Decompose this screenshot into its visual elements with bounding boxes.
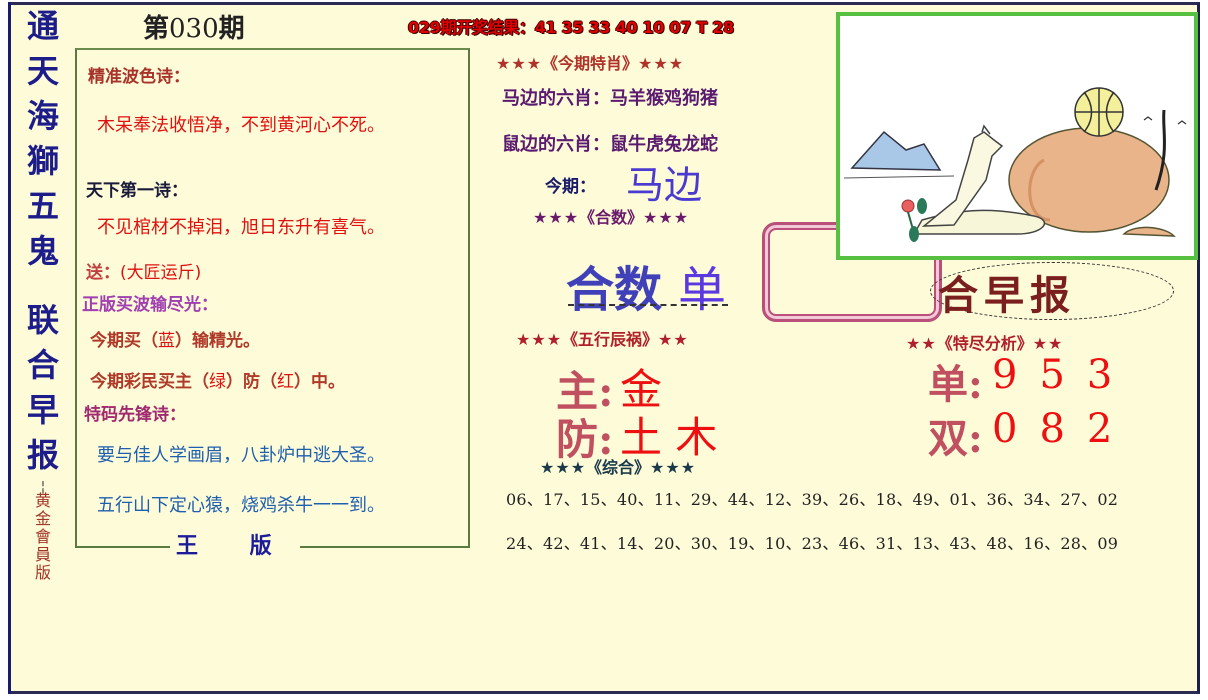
title-char: 联 xyxy=(26,301,59,339)
sum-underline xyxy=(568,304,728,306)
wave-line-2-mid: ）防（ xyxy=(226,372,277,392)
title-char: 通 xyxy=(26,7,59,45)
special-zodiac-heading: ★★★《今期特肖》★★★ xyxy=(496,50,684,74)
special-analysis-heading: ★★《特尽分析》★★ xyxy=(906,330,1063,354)
main-element-value: 金 xyxy=(620,365,663,414)
issue-number: 第030期 xyxy=(143,8,245,45)
guard-element-value: 土 木 xyxy=(620,413,718,462)
title-char: 合 xyxy=(26,346,59,384)
wave-line-2-suffix: ）中。 xyxy=(294,372,345,392)
left-border-rule xyxy=(8,2,11,694)
issue-suffix: 期 xyxy=(218,14,245,44)
rat-side-value: 鼠牛虎兔龙蛇 xyxy=(610,134,718,155)
guard-element-label: 防: xyxy=(556,415,614,464)
vertical-title: 通 天 海 獅 五 鬼 联 合 早 报 ¦ 黄 金 會 員 版 xyxy=(18,4,68,582)
heading-text: 《五行辰祸》 xyxy=(562,330,659,349)
paper-title: 合早报 xyxy=(938,273,1076,319)
wave-heading: 正版买波输尽光： xyxy=(82,295,218,315)
wave-poem-line: 木呆奉法收悟净，不到黄河心不死。 xyxy=(97,115,385,136)
rat-side-label: 鼠边的六肖： xyxy=(502,134,610,155)
subtitle-char: 金 xyxy=(34,509,51,528)
vertical-subtitle: ¦ 黄 金 會 員 版 xyxy=(34,479,51,582)
horse-side-zodiacs: 马边的六肖：马羊猴鸡狗猪 xyxy=(502,84,718,110)
paper-title-oval xyxy=(930,262,1174,320)
wave-line-1-suffix: ）输精光。 xyxy=(175,331,260,351)
title-char: 报 xyxy=(26,436,59,474)
star-icon: ★★ xyxy=(906,334,937,353)
star-icon: ★★★ xyxy=(516,330,563,349)
gift-label: 送： xyxy=(86,263,120,283)
sum-heading: ★★★《合数》★★★ xyxy=(533,204,689,228)
box-footer-mark: 王 版 xyxy=(170,536,300,558)
star-icon: ★★★ xyxy=(496,54,543,73)
sum-value: 单 xyxy=(678,262,727,318)
title-char: 五 xyxy=(26,187,59,225)
horse-side-value: 马羊猴鸡狗猪 xyxy=(610,88,718,109)
issue-prefix: 第 xyxy=(143,14,170,44)
combined-heading: ★★★《综合》★★★ xyxy=(540,454,696,478)
odd-label: 单: xyxy=(928,361,983,408)
heading-text: 《特尽分析》 xyxy=(936,334,1033,353)
heading-text: 《综合》 xyxy=(586,458,651,477)
title-char: 海 xyxy=(26,97,59,135)
horse-side-label: 马边的六肖： xyxy=(502,88,610,109)
star-icon: ★★ xyxy=(658,330,689,349)
wave-poem-heading: 精准波色诗： xyxy=(88,67,190,87)
wave-line-2-main: 绿 xyxy=(209,372,226,392)
sum-label: 合数 xyxy=(566,262,663,318)
star-icon: ★★★ xyxy=(643,208,690,227)
pioneer-heading: 特码先锋诗： xyxy=(84,405,186,425)
star-icon: ★★★ xyxy=(540,458,587,477)
gift-line: 送：(大匠运斤) xyxy=(86,258,201,283)
even-label: 双: xyxy=(928,415,983,462)
pioneer-line-1: 要与佳人学画眉，八卦炉中逃大圣。 xyxy=(97,445,385,466)
heading-text: 《合数》 xyxy=(579,208,644,227)
subtitle-char: 黄 xyxy=(34,491,51,510)
gift-value: (大匠运斤) xyxy=(120,263,202,283)
pioneer-line-2: 五行山下定心猿，烧鸡杀牛一一到。 xyxy=(97,495,385,516)
wave-line-1-prefix: 今期买（ xyxy=(90,331,158,351)
wave-line-1: 今期买（蓝）输精光。 xyxy=(90,326,260,351)
wave-line-1-color: 蓝 xyxy=(158,331,175,351)
illustration-frame xyxy=(836,12,1198,260)
dash-divider: ¦ xyxy=(40,479,46,495)
top-poem-line: 不见棺材不掉泪，旭日东升有喜气。 xyxy=(97,217,385,238)
issue-value: 030 xyxy=(169,14,219,44)
rat-side-zodiacs: 鼠边的六肖：鼠牛虎兔龙蛇 xyxy=(502,130,718,156)
star-icon: ★★★ xyxy=(650,458,697,477)
subtitle-char: 版 xyxy=(34,563,51,582)
five-elements-heading: ★★★《五行辰祸》★★ xyxy=(516,326,689,350)
combined-numbers-row-2: 24、42、41、14、20、30、19、10、23、46、31、13、43、4… xyxy=(506,534,1119,553)
this-period-label: 今期： xyxy=(545,177,596,197)
star-icon: ★★★ xyxy=(533,208,580,227)
title-char: 天 xyxy=(26,52,59,90)
subtitle-char: 會 xyxy=(34,527,51,546)
previous-result: 029期开奖结果：41 35 33 40 10 07 T 28 xyxy=(408,18,734,37)
star-icon: ★★ xyxy=(1032,334,1064,353)
star-icon: ★★★ xyxy=(638,54,685,73)
title-char: 獅 xyxy=(26,142,59,180)
subtitle-char: 員 xyxy=(34,545,51,564)
combined-numbers-row-1: 06、17、15、40、11、29、44、12、39、26、18、49、01、3… xyxy=(506,490,1119,509)
odd-value: 953 xyxy=(992,352,1135,398)
heading-text: 《今期特肖》 xyxy=(542,54,639,73)
dog-illustration xyxy=(844,20,1190,252)
wave-line-2-guard: 红 xyxy=(277,372,294,392)
top-poem-heading: 天下第一诗： xyxy=(86,181,188,201)
wave-line-2: 今期彩民买主（绿）防（红）中。 xyxy=(90,367,345,392)
title-char: 鬼 xyxy=(26,232,59,270)
title-char: 早 xyxy=(26,391,59,429)
main-element-label: 主: xyxy=(556,367,614,416)
wave-line-2-prefix: 今期彩民买主（ xyxy=(90,372,209,392)
even-value: 082 xyxy=(992,406,1135,452)
this-period-value: 马边 xyxy=(626,163,703,207)
